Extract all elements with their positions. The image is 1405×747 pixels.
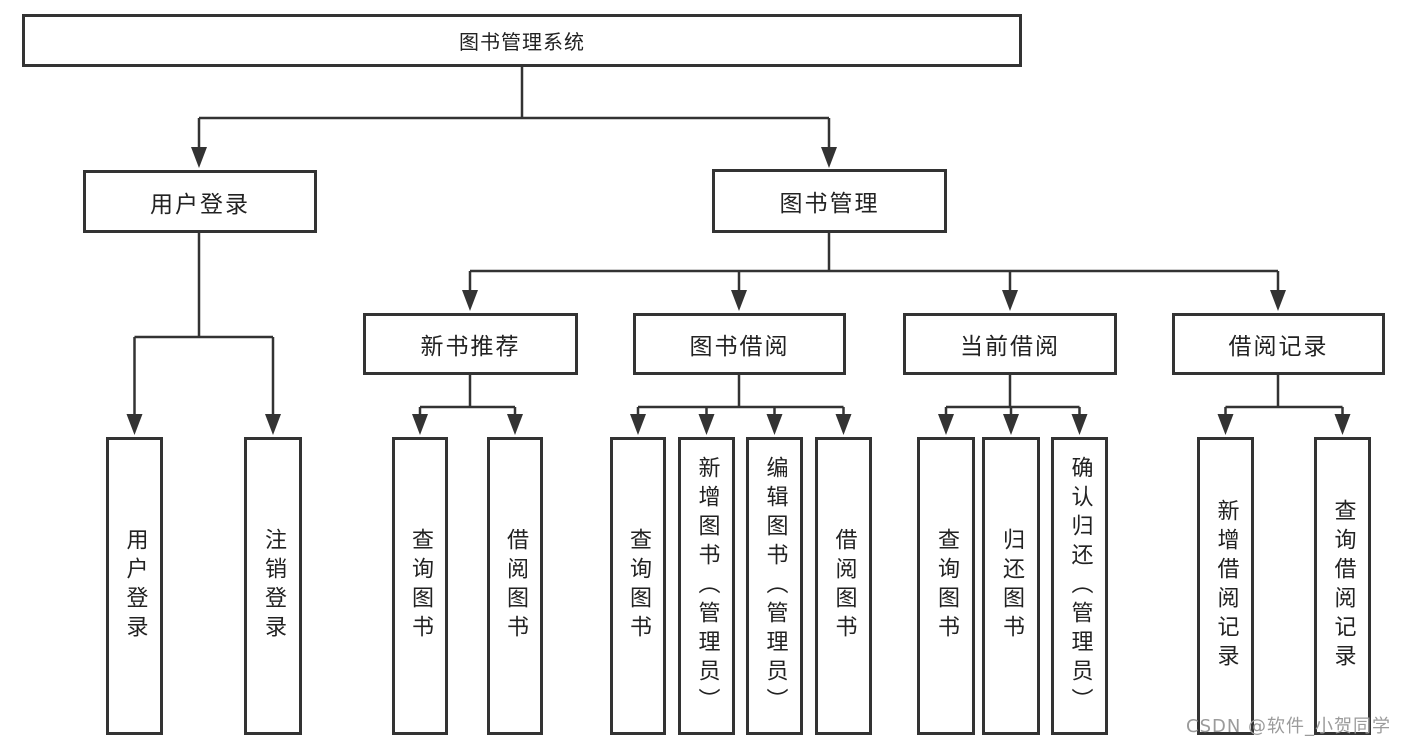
node-book-management-label: 图书管理	[779, 191, 880, 217]
leaf-borrow-book: 借阅图书	[815, 437, 872, 735]
leaf-add-record-label: 新增借阅记录	[1213, 499, 1239, 673]
leaf-logout-label: 注销登录	[261, 528, 286, 644]
node-borrow-records-label: 借阅记录	[1228, 334, 1329, 360]
leaf-query-record: 查询借阅记录	[1314, 437, 1371, 735]
leaf-confirm-return: 确认归还（管理员）	[1051, 437, 1108, 735]
leaf-logout: 注销登录	[244, 437, 302, 735]
node-user-login: 用户登录	[83, 170, 317, 233]
node-new-book-recommend: 新书推荐	[363, 313, 578, 375]
leaf-user-login-label: 用户登录	[122, 528, 148, 644]
leaf-newbook-query-label: 查询图书	[408, 528, 433, 644]
node-current-borrow-label: 当前借阅	[960, 334, 1060, 360]
leaf-return-book-label: 归还图书	[999, 528, 1024, 644]
leaf-confirm-return-label: 确认归还（管理员）	[1067, 455, 1093, 717]
leaf-user-login: 用户登录	[106, 437, 163, 735]
node-library-system-label: 图书管理系统	[459, 30, 585, 54]
leaf-borrow-edit-book: 编辑图书（管理员）	[746, 437, 803, 735]
leaf-borrow-add-book-label: 新增图书（管理员）	[694, 455, 720, 717]
node-book-borrow-label: 图书借阅	[689, 334, 790, 360]
node-new-book-recommend-label: 新书推荐	[420, 334, 521, 360]
node-library-system: 图书管理系统	[22, 14, 1022, 67]
leaf-add-record: 新增借阅记录	[1197, 437, 1254, 735]
leaf-current-query-label: 查询图书	[934, 528, 959, 644]
leaf-query-record-label: 查询借阅记录	[1330, 499, 1356, 673]
node-book-management: 图书管理	[712, 169, 947, 233]
leaf-borrow-book-label: 借阅图书	[831, 528, 857, 644]
leaf-newbook-borrow-label: 借阅图书	[503, 528, 528, 644]
node-borrow-records: 借阅记录	[1172, 313, 1385, 375]
leaf-borrow-query-label: 查询图书	[626, 528, 651, 644]
leaf-newbook-query: 查询图书	[392, 437, 448, 735]
node-current-borrow: 当前借阅	[903, 313, 1117, 375]
leaf-borrow-add-book: 新增图书（管理员）	[678, 437, 735, 735]
leaf-return-book: 归还图书	[982, 437, 1040, 735]
leaf-borrow-edit-book-label: 编辑图书（管理员）	[762, 455, 788, 717]
leaf-borrow-query: 查询图书	[610, 437, 666, 735]
node-user-login-label: 用户登录	[150, 191, 250, 218]
leaf-newbook-borrow: 借阅图书	[487, 437, 543, 735]
csdn-watermark: CSDN @软件_小贺同学	[1186, 716, 1392, 737]
node-book-borrow: 图书借阅	[633, 313, 846, 375]
leaf-current-query: 查询图书	[917, 437, 975, 735]
